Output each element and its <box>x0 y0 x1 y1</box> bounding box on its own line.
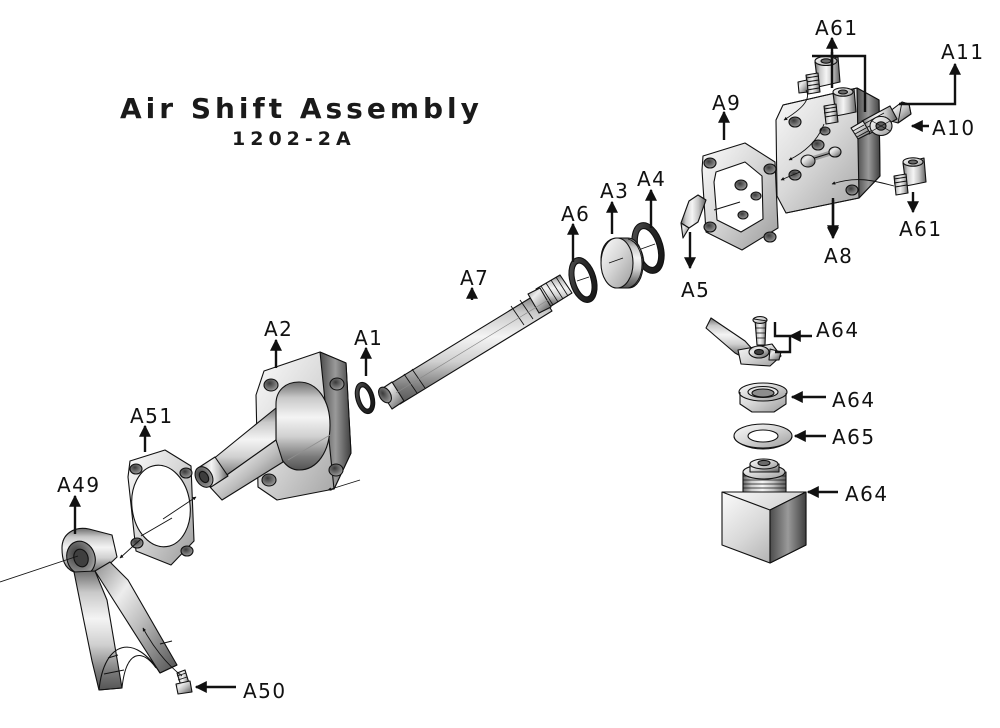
part-A49-shift-fork <box>61 527 178 691</box>
part-A3-piston <box>600 237 645 289</box>
elbow-A64-handle-b <box>775 336 792 354</box>
callout-label-o-ring-large: A4 <box>637 167 667 191</box>
leader-A9-to-A8 <box>780 171 801 181</box>
leader-A49 <box>0 555 79 583</box>
leader-A50 <box>142 627 183 677</box>
part-A64-handle-screw <box>752 316 768 346</box>
callout-label-hex-bolt: A11 <box>941 40 985 64</box>
part-A64-lock-nut <box>738 382 788 413</box>
callout-label-shift-fork: A49 <box>57 473 101 497</box>
elbow-A64-handle <box>773 322 790 338</box>
callout-label-o-ring-shaft: A1 <box>354 326 384 350</box>
callout-label-set-screw: A50 <box>243 679 287 703</box>
leader-A61-lower <box>831 179 895 187</box>
callout-label-valve-cover-plate: A8 <box>824 244 854 268</box>
part-A1-o-ring-shaft <box>354 381 376 415</box>
part-A2-cone-housing <box>194 351 352 501</box>
part-A9-cover-gasket <box>701 142 779 251</box>
leader-A2-to-A1 <box>327 479 361 491</box>
part-A10-lock-washer <box>869 115 893 137</box>
elbow-A61-upper-bracket <box>812 54 867 112</box>
part-A61-elbow-fitting-lower <box>893 157 927 196</box>
leader-A61-upper <box>783 89 808 121</box>
page-title: Air Shift Assembly <box>120 92 483 125</box>
callout-label-lever-handle-screw: A64 <box>816 318 860 342</box>
part-A6-o-ring-small <box>568 257 598 303</box>
part-A7-shift-shaft <box>378 274 573 410</box>
callout-label-cone-housing: A2 <box>264 317 294 341</box>
part-A50-set-screw <box>175 669 193 695</box>
callout-label-elbow-fitting-upper: A61 <box>815 16 859 40</box>
part-A61-elbow-fitting-upper <box>797 55 841 95</box>
leader-A61-mid <box>788 123 825 161</box>
callout-label-housing-gasket: A51 <box>130 404 174 428</box>
callout-label-dowel-pin: A5 <box>681 278 711 302</box>
callout-label-lock-washer: A10 <box>932 116 976 140</box>
callout-label-piston: A3 <box>600 179 630 203</box>
callout-elbows <box>194 52 961 693</box>
part-A5-dowel-pin <box>680 194 707 239</box>
part-A64-valve-body <box>721 458 807 564</box>
callout-label-valve-body: A64 <box>845 482 889 506</box>
callout-label-lock-nut: A64 <box>832 388 876 412</box>
callout-label-o-ring-small: A6 <box>561 202 591 226</box>
part-A51-housing-gasket <box>127 449 195 566</box>
elbow-A11 <box>899 62 961 106</box>
callout-label-elbow-fitting-lower: A61 <box>899 217 943 241</box>
callout-label-cover-gasket: A9 <box>712 91 742 115</box>
callout-label-shift-shaft: A7 <box>460 266 490 290</box>
part-A64-lever-handle <box>705 317 782 367</box>
page-subtitle: 1202-2A <box>232 128 356 150</box>
callout-label-flat-washer: A65 <box>832 425 876 449</box>
part-A65-flat-washer <box>733 423 793 450</box>
part-A61-elbow-fitting-mid <box>823 87 857 125</box>
leader-A51-to-A2 <box>162 496 197 520</box>
leader-A51-to-fork <box>119 538 142 559</box>
